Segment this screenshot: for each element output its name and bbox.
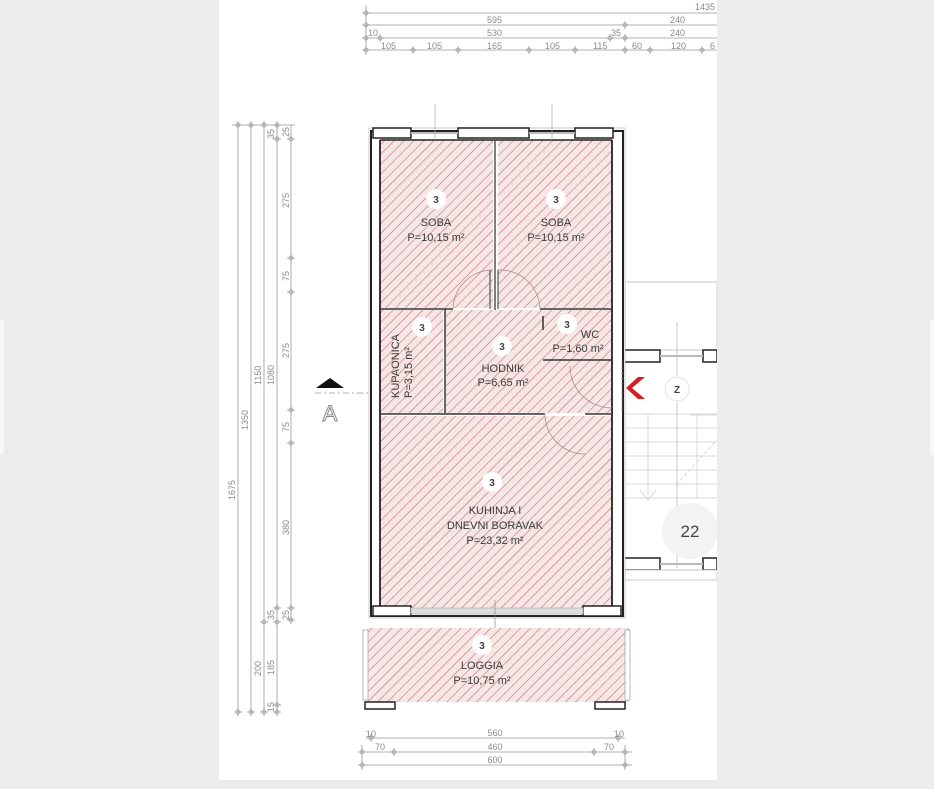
dim-top-seg: 105	[381, 41, 396, 51]
dim-top-240b: 240	[670, 28, 685, 38]
dim-left-35b: 35	[266, 610, 276, 620]
svg-text:WC: WC	[581, 329, 599, 341]
dim-top-seg: 105	[545, 41, 560, 51]
floor-plan-drawing: 1435 595 240 10 530 35 240 105 105 165 1…	[227, 2, 717, 770]
svg-text:3: 3	[419, 323, 425, 334]
dim-left-15: 15	[266, 702, 276, 712]
dim-left-1675: 1675	[227, 480, 237, 500]
dim-left-seg: 25	[281, 127, 291, 137]
dim-top-seg: 105	[427, 41, 442, 51]
svg-text:P=3,15 m²: P=3,15 m²	[403, 347, 415, 398]
svg-text:SOBA: SOBA	[541, 217, 572, 229]
svg-text:KUHINJA I: KUHINJA I	[469, 505, 522, 517]
svg-text:3: 3	[433, 195, 439, 206]
svg-text:P=10,75 m²: P=10,75 m²	[453, 675, 511, 687]
svg-text:P=1,60 m²: P=1,60 m²	[552, 343, 603, 355]
dim-bottom-600: 600	[487, 755, 502, 765]
svg-text:3: 3	[489, 478, 495, 489]
entry-arrow-icon	[626, 377, 645, 399]
dim-left-seg: 25	[281, 610, 291, 620]
dim-left-seg: 275	[281, 343, 291, 358]
svg-text:LOGGIA: LOGGIA	[461, 660, 504, 672]
dim-top-seg: 115	[593, 41, 607, 51]
dim-top-total: 1435	[695, 2, 715, 12]
room-soba-1: 3 SOBA P=10,15 m²	[407, 189, 465, 244]
floor-plan-sheet: 1435 595 240 10 530 35 240 105 105 165 1…	[219, 0, 717, 780]
room-kupaonica: 3 KUPAONICA P=3,15 m²	[390, 317, 432, 398]
dim-left-185: 185	[266, 660, 276, 675]
unit-number: 22	[681, 522, 700, 541]
dim-bottom-10b: 10	[614, 729, 624, 739]
svg-text:3: 3	[564, 320, 570, 331]
dim-top-530: 530	[487, 28, 502, 38]
svg-text:P=23,32 m²: P=23,32 m²	[466, 535, 524, 547]
right-panel-edge	[930, 320, 934, 455]
dim-left-seg: 380	[281, 520, 291, 535]
room-hodnik: 3 HODNIK P=6,65 m²	[477, 336, 529, 389]
dim-top-seg: 165	[487, 41, 502, 51]
svg-text:3: 3	[499, 342, 505, 353]
dim-left-35a: 35	[266, 129, 276, 139]
dim-left-1350: 1350	[240, 410, 250, 430]
room-soba-2: 3 SOBA P=10,15 m²	[527, 189, 585, 244]
left-dimensions	[232, 124, 295, 715]
left-panel-edge	[0, 320, 4, 455]
section-label: A	[323, 401, 338, 426]
svg-text:HODNIK: HODNIK	[482, 363, 525, 375]
dim-top-595: 595	[487, 15, 502, 25]
svg-text:3: 3	[479, 641, 485, 652]
svg-text:P=10,15 m²: P=10,15 m²	[407, 232, 465, 244]
dim-top-240a: 240	[670, 15, 685, 25]
dim-top-seg: 6	[710, 41, 715, 51]
stair-label: Z	[674, 385, 680, 396]
loggia	[362, 628, 631, 710]
dim-bottom-560: 560	[487, 728, 502, 738]
dim-left-seg: 75	[281, 422, 291, 432]
svg-text:3: 3	[553, 195, 559, 206]
dim-left-200: 200	[253, 661, 263, 676]
dim-top-seg: 60	[632, 41, 642, 51]
dim-bottom-10a: 10	[366, 729, 376, 739]
room-wc: 3 WC P=1,60 m²	[552, 314, 604, 355]
dim-left-seg: 275	[281, 193, 291, 208]
room-loggia: 3 LOGGIA P=10,75 m²	[453, 635, 511, 687]
dim-top-10: 10	[368, 28, 378, 38]
svg-text:P=10,15 m²: P=10,15 m²	[527, 232, 585, 244]
top-dimensions	[365, 5, 717, 55]
dim-top-35: 35	[611, 28, 621, 38]
svg-text:DNEVNI BORAVAK: DNEVNI BORAVAK	[447, 520, 544, 532]
svg-text:SOBA: SOBA	[421, 217, 452, 229]
section-marker-a	[315, 378, 370, 394]
dim-left-seg: 75	[281, 271, 291, 281]
room-kuhinja-dnevni-boravak: 3 KUHINJA I DNEVNI BORAVAK P=23,32 m²	[447, 472, 544, 547]
dim-left-1080: 1080	[266, 365, 276, 385]
apartment-walls	[368, 104, 626, 640]
dim-bottom-70a: 70	[375, 742, 385, 752]
dim-bottom-70b: 70	[604, 742, 614, 752]
svg-text:KUPAONICA: KUPAONICA	[390, 333, 402, 398]
dim-left-1150: 1150	[253, 366, 263, 385]
dim-bottom-460: 460	[487, 742, 502, 752]
dim-top-seg: 120	[671, 41, 686, 51]
svg-text:P=6,65 m²: P=6,65 m²	[477, 377, 528, 389]
stairwell	[607, 281, 717, 581]
